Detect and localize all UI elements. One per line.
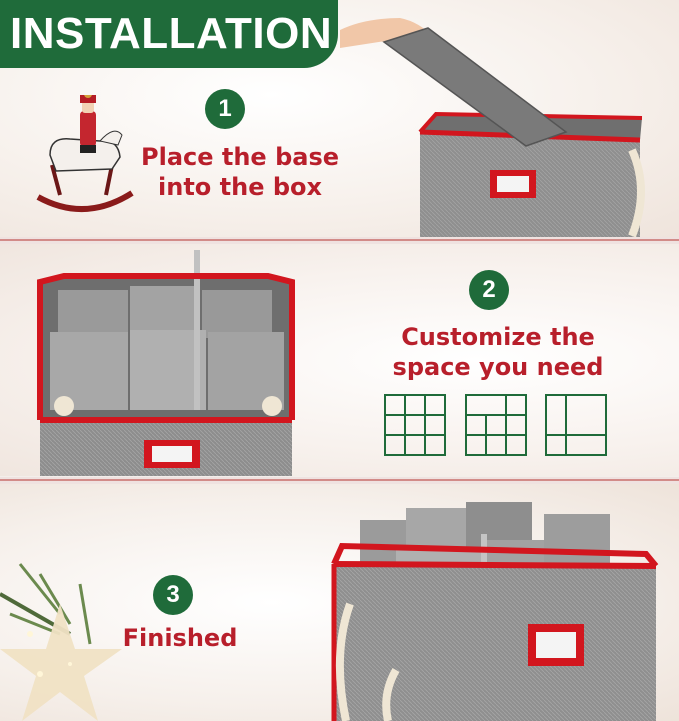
step-1-panel: INSTALLATION 1 Place the base into the b… xyxy=(0,0,679,237)
grid-2x2-icon xyxy=(545,394,607,456)
nutcracker-rocking-horse-icon xyxy=(36,95,134,213)
grid-2x3-icon xyxy=(465,394,527,456)
step-1-badge: 1 xyxy=(205,89,245,129)
step-3-text: Finished xyxy=(100,623,260,653)
step-2-panel: 2 Customize the space you need xyxy=(0,244,679,476)
step-3-line-1: Finished xyxy=(122,624,238,652)
installation-banner: INSTALLATION xyxy=(0,0,338,68)
step-1-text: Place the base into the box xyxy=(126,142,354,202)
divider-1 xyxy=(0,237,679,244)
pine-branch-star-icon xyxy=(0,563,122,721)
step-1-line-1: Place the base xyxy=(141,143,339,171)
step-1-line-2: into the box xyxy=(158,173,322,201)
step-2-text: Customize the space you need xyxy=(378,322,618,382)
step-2-line-1: Customize the xyxy=(401,323,595,351)
step-2-line-2: space you need xyxy=(392,353,604,381)
box-with-dividers-image xyxy=(37,250,295,476)
box-with-base-image xyxy=(340,18,645,237)
step-2-badge: 2 xyxy=(469,270,509,310)
finished-box-image xyxy=(331,502,659,721)
step-3-panel: 3 Finished xyxy=(0,484,679,721)
divider-2 xyxy=(0,477,679,484)
banner-title: INSTALLATION xyxy=(10,9,333,58)
grid-3x3-icon xyxy=(384,394,446,456)
step-3-badge: 3 xyxy=(153,575,193,615)
